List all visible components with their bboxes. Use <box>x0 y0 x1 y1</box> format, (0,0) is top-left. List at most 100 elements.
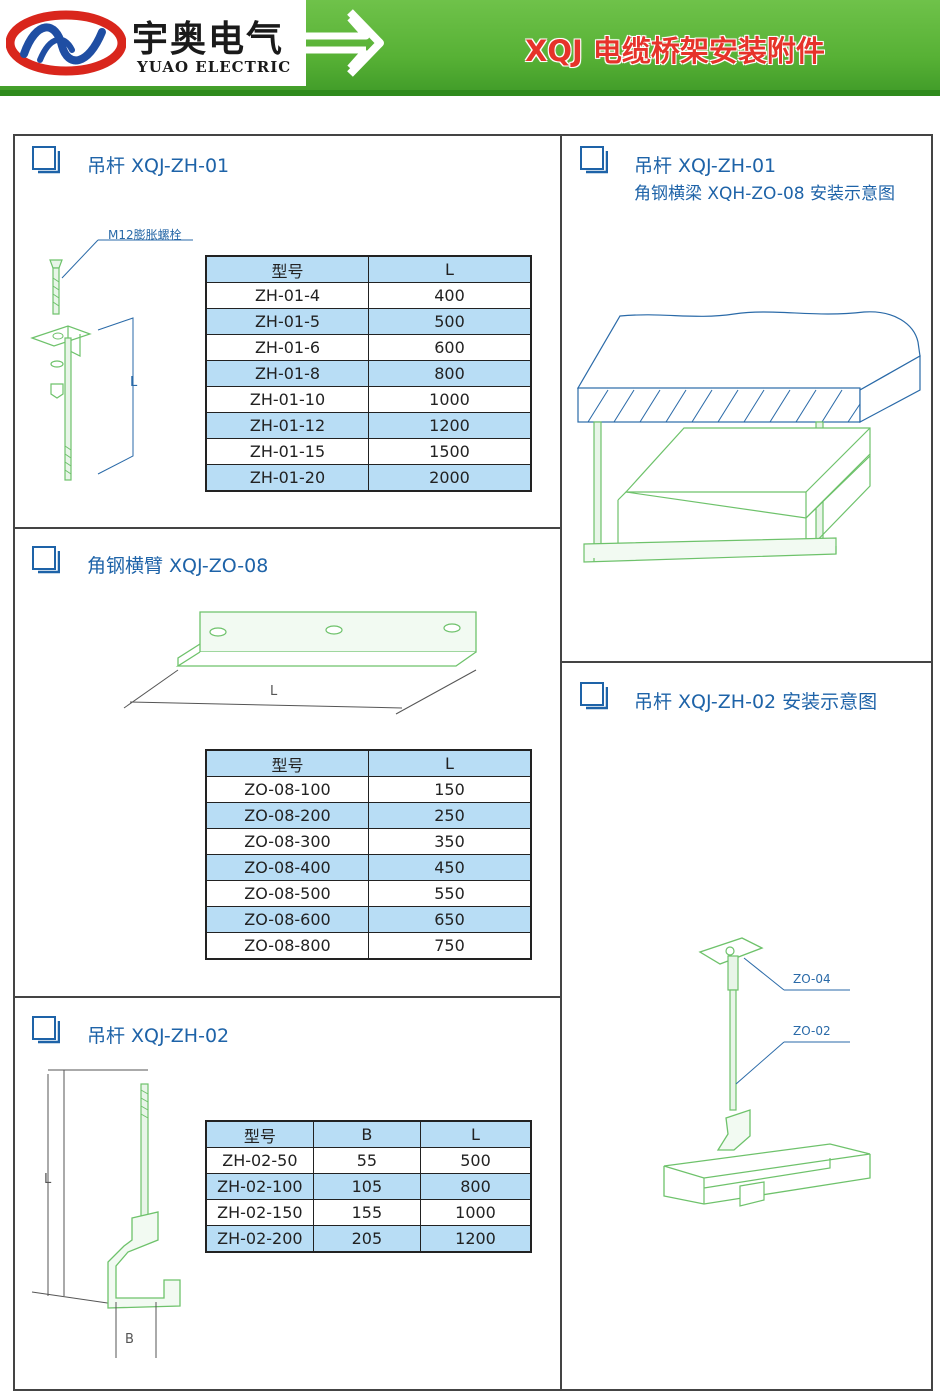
table-cell: 450 <box>368 854 532 881</box>
table-cell: 400 <box>368 282 532 309</box>
table-header-cell: 型号 <box>205 749 369 777</box>
part-label: ZO-02 <box>793 1024 831 1038</box>
table-cell: ZH-01-20 <box>205 464 369 492</box>
table-cell: ZH-01-6 <box>205 334 369 361</box>
table-cell: 750 <box>368 932 532 960</box>
table-cell: 155 <box>312 1199 422 1226</box>
table-cell: 1000 <box>368 386 532 413</box>
table-cell: 1200 <box>368 412 532 439</box>
section-title: 吊杆 XQJ-ZH-02 安装示意图 <box>634 691 878 713</box>
section-title: 吊杆 XQJ-ZH-01 <box>634 155 777 177</box>
checkbox-icon <box>32 146 60 174</box>
logo-text-cn: 宇奥电气 <box>132 18 285 60</box>
table-cell: 500 <box>420 1147 532 1174</box>
table-cell: 1000 <box>420 1199 532 1226</box>
table-cell: ZH-02-200 <box>205 1225 314 1253</box>
section-divider <box>13 527 562 529</box>
checkbox-icon <box>32 1016 60 1044</box>
table-cell: ZH-01-12 <box>205 412 369 439</box>
table-cell: ZO-08-400 <box>205 854 369 881</box>
table-cell: ZO-08-300 <box>205 828 369 855</box>
table-header-cell: L <box>420 1120 532 1148</box>
table-cell: ZH-02-100 <box>205 1173 314 1200</box>
install-diagram-2 <box>663 937 871 1207</box>
table-cell: 205 <box>312 1225 422 1253</box>
bolt-label: M12膨胀螺栓 <box>108 228 182 242</box>
table-cell: ZH-01-15 <box>205 438 369 465</box>
table-cell: ZO-08-200 <box>205 802 369 829</box>
table-cell: ZH-02-150 <box>205 1199 314 1226</box>
table-cell: ZO-08-800 <box>205 932 369 960</box>
page-title: XQJ 电缆桥架安装附件 <box>525 34 825 68</box>
section-title: 吊杆 XQJ-ZH-01 <box>87 155 230 177</box>
table-cell: ZH-01-5 <box>205 308 369 335</box>
section-divider <box>13 996 562 998</box>
table-cell: 550 <box>368 880 532 907</box>
dimension-label: L <box>270 684 278 699</box>
table-cell: 250 <box>368 802 532 829</box>
hook-rod-drawing <box>31 1069 181 1358</box>
logo: 宇奥电气 YUAO ELECTRIC <box>0 0 306 86</box>
table-cell: ZH-01-10 <box>205 386 369 413</box>
table-cell: ZO-08-600 <box>205 906 369 933</box>
logo-mark-icon <box>6 10 126 76</box>
table-header-cell: L <box>368 749 532 777</box>
table-header-cell: 型号 <box>205 1120 314 1148</box>
part-label: ZO-04 <box>793 972 831 986</box>
section-divider <box>560 661 933 663</box>
table-cell: 600 <box>368 334 532 361</box>
table-header-row: 型号 L <box>205 255 532 283</box>
install-diagram-1 <box>576 311 921 563</box>
section-title: 角钢横臂 XQJ-ZO-08 <box>87 555 269 577</box>
checkbox-icon <box>580 146 608 174</box>
table-cell: 1500 <box>368 438 532 465</box>
dimension-label: L <box>130 375 138 390</box>
table-cell: 105 <box>312 1173 422 1200</box>
table-cell: ZH-01-8 <box>205 360 369 387</box>
table-cell: 650 <box>368 906 532 933</box>
angle-arm-drawing <box>123 611 477 715</box>
table-cell: 150 <box>368 776 532 803</box>
table-cell: 800 <box>368 360 532 387</box>
table-cell: 350 <box>368 828 532 855</box>
table-cell: ZH-01-4 <box>205 282 369 309</box>
table-cell: 1200 <box>420 1225 532 1253</box>
table-cell: ZO-08-100 <box>205 776 369 803</box>
table-header-cell: 型号 <box>205 255 369 283</box>
arrow-right-icon <box>306 9 384 77</box>
header-stripe <box>0 90 940 96</box>
content-frame <box>13 134 933 1391</box>
table-cell: 800 <box>420 1173 532 1200</box>
table-cell: 2000 <box>368 464 532 492</box>
section-subtitle: 角钢横梁 XQH-ZO-08 安装示意图 <box>634 184 896 204</box>
dimension-label: B <box>125 1332 134 1347</box>
table-header-row: 型号 L <box>205 749 532 777</box>
hanger-rod-drawing <box>30 239 193 481</box>
table-header-cell: L <box>368 255 532 283</box>
dimension-label: L <box>44 1172 52 1187</box>
table-cell: 55 <box>312 1147 422 1174</box>
table-cell: ZO-08-500 <box>205 880 369 907</box>
table-header-cell: B <box>312 1120 422 1148</box>
section-title: 吊杆 XQJ-ZH-02 <box>87 1025 230 1047</box>
checkbox-icon <box>32 546 60 574</box>
column-divider <box>560 134 562 1391</box>
